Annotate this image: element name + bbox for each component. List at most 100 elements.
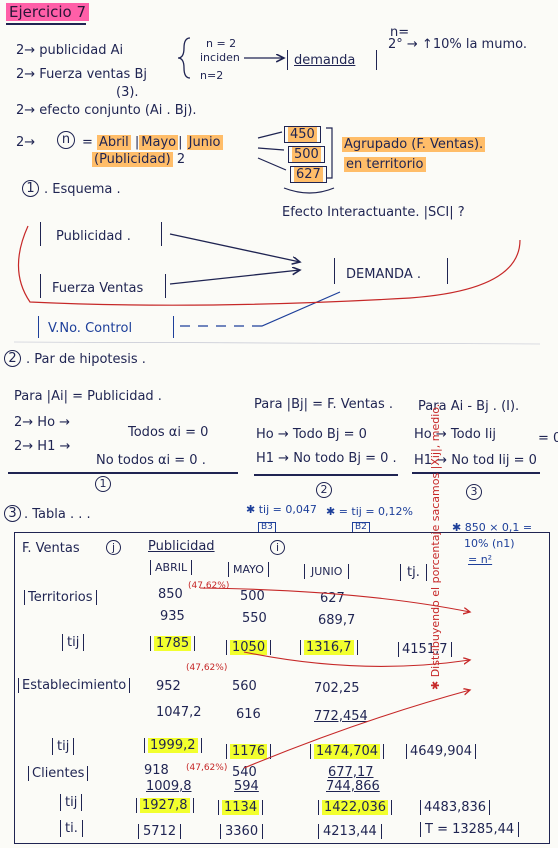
demanda-box [287,50,377,70]
note-tij-b3: ✱ tij = 0,047 [246,503,317,516]
cell-e-ta: 1999,2 [144,738,202,753]
total-junio: 4213,44 [318,824,382,839]
cell-t-tt: 4151,7 [398,642,452,657]
col-fventas: F. Ventas [22,541,80,556]
col-abril: ABRIL [150,560,193,575]
red-arrow-3 [243,690,470,769]
cell-e-m2: 616 [236,707,261,722]
col-mayo: MAYO [228,562,269,577]
cell-e-tj: 1474,704 [310,744,385,759]
esquema-fuerza-ventas: Fuerza Ventas [52,281,144,296]
fuerza-ventas-box [40,274,166,298]
publicidad-paren: (Publicidad) 2 [92,152,186,167]
cell-e-tt: 4649,904 [406,744,477,759]
h0-a: 2→ Ho → [14,415,71,430]
cell-e-a1: 952 [156,679,181,694]
section-1-title: . Esquema . [44,182,121,197]
h0-c: Ho → Todo Iij [414,427,496,442]
cell-t-a2: 935 [160,609,185,624]
h1-a-right: No todos αi = 0 . [96,453,206,468]
cell-e-a2: 1047,2 [156,705,202,720]
vno-control-box [38,316,174,338]
cell-t-j2: 689,7 [318,613,356,628]
cell-e-j2: 772,454 [314,709,368,724]
hyp-mark-3: 3 [466,484,482,500]
para-ai: Para |Ai| = Publicidad . [14,389,162,404]
value-500: 500 [288,146,325,163]
cell-t-tm: 1050 [226,640,272,655]
h0-b: Ho → Todo Bj = 0 [256,427,367,442]
col-publicidad: Publicidad [148,539,215,554]
header-increase-note: 2° → ↑10% la mumo. [388,37,527,52]
section-2-title: . Par de hipotesis . [26,352,146,367]
cell-t-a1: 850 [158,587,183,602]
values-bracket-bottom [283,187,335,194]
agrupado-label: Agrupado (F. Ventas). [342,137,486,152]
cell-e-tm: 1176 [226,744,272,759]
row-establecimiento: Establecimiento [18,678,131,693]
cell-e-a1-note: (47,62%) [186,663,228,673]
inciden-label: inciden [200,51,240,64]
row-t-tij-label: tij [62,634,85,651]
factor-levels-a: n = 2 [206,37,237,50]
red-arrow-2 [243,651,470,667]
cell-t-m2: 550 [242,611,267,626]
h0-c-right: = 0 [538,431,558,446]
hyp-bracket-3 [412,472,540,474]
cell-c-tm: 1134 [218,800,264,815]
hyp-bracket-2 [254,474,398,476]
efecto-conjunto: 2→ efecto conjunto (Ai . Bj). [16,103,197,118]
total-abril: 5712 [138,824,182,839]
note-10pct: 10% (n1) [464,537,515,550]
publicidad-box [40,222,162,246]
hyp-bracket-1 [8,472,238,474]
n-circle: n [57,131,75,149]
row-c-tij-label: tij [60,794,83,811]
cell-c-tt: 4483,836 [420,800,491,815]
factor-fuerza-ventas: 2→ Fuerza ventas Bj [16,67,147,82]
col-junio: JUNIO [304,564,350,579]
header-n-label: n= [390,25,410,40]
header-brace [177,37,191,79]
cell-t-a1-note: (47,62%) [188,581,230,591]
hyp-mark-1: 1 [95,476,111,492]
col-j-circle: j [106,540,121,555]
cell-e-j1: 702,25 [314,681,360,696]
cell-c-tj: 1422,036 [318,800,393,815]
cell-t-tj: 1316,7 [300,640,358,655]
note-n2: = n² [468,553,493,566]
arrow-to-values [257,131,287,171]
note-850: ✱ 850 × 0,1 = [452,521,533,534]
factor-levels-b: n=2 [200,69,224,82]
row-clientes: Clientes [28,766,89,781]
cell-c-a2: 1009,8 [146,779,192,794]
esquema-demanda-box [334,258,448,284]
cell-c-m2: 594 [234,779,259,794]
arrow-fuerza-demanda [169,270,300,285]
para-aibj: Para Ai - Bj . (I). [418,399,520,414]
section-1-number: 1 [22,180,39,197]
section-3-title: . Tabla . . . [24,507,91,522]
cell-c-j1: 677,17 [328,765,374,780]
red-arrow-1 [199,587,470,612]
section-2-number: 2 [4,350,21,367]
note-tij-b2: ✱ = tij = 0,12% [326,505,414,518]
h1-a: 2→ H1 → [14,439,71,454]
col-tj: tj. [400,564,427,581]
section-3-number: 3 [4,505,21,522]
page-title: Ejercicio 7 [6,3,90,21]
h1-b: H1 → No todo Bj = 0 . [256,451,397,466]
cell-t-j1: 627 [320,591,345,606]
factor-levels-three: (3). [116,85,139,100]
total-mayo: 3360 [220,824,264,839]
arrow-vno-demanda [180,291,341,327]
cell-e-m1: 560 [232,679,257,694]
section-divider [13,341,541,345]
cell-c-a1-note: (47,62%) [186,763,228,773]
esquema-vno-control: V.No. Control [48,321,133,336]
esquema-publicidad: Publicidad . [56,229,131,244]
cell-t-ta: 1785 [150,636,196,651]
row-territorios: Territorios [24,590,97,605]
cell-c-j2: 744,866 [326,779,380,794]
